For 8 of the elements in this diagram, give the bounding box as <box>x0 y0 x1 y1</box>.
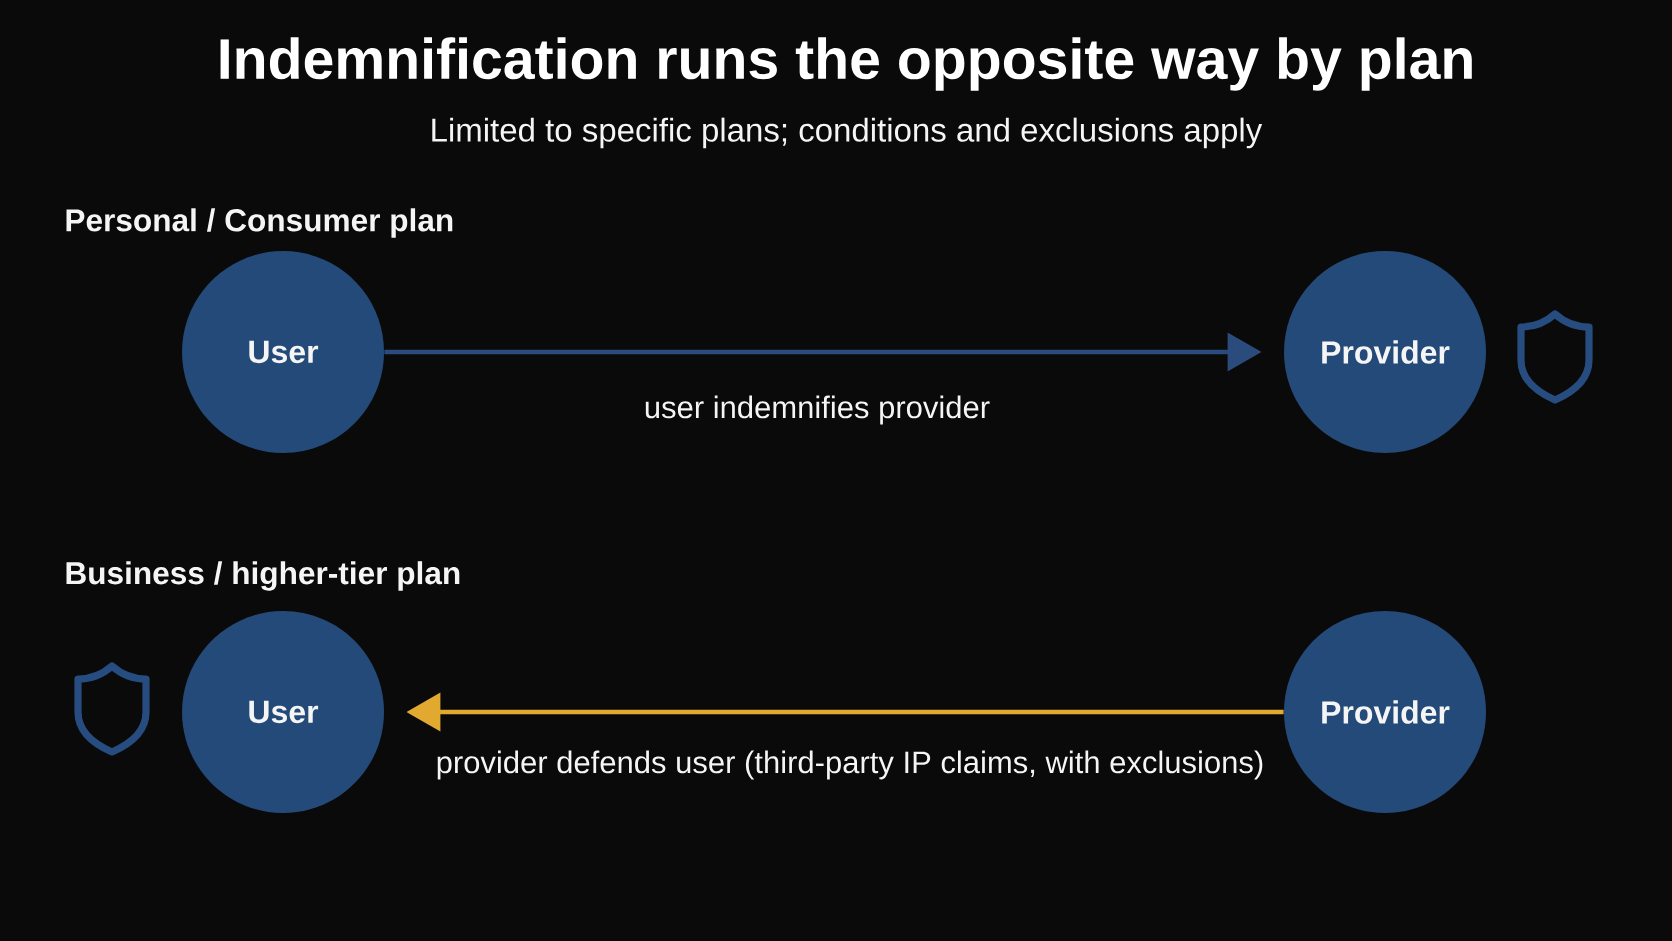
title: Indemnification runs the opposite way by plan <box>220 37 1472 91</box>
edge-label: provider defends user (third-party IP claims, with exclusions) <box>431 746 1269 784</box>
circle-node: Provider <box>1284 251 1486 453</box>
circle-node: User <box>182 251 384 453</box>
edge-label: user indemnifies provider <box>639 391 995 429</box>
circle-node: Provider <box>1284 611 1486 813</box>
subtitle: Limited to specific plans; conditions and exclusions apply <box>432 117 1263 149</box>
circle-node: User <box>182 611 384 813</box>
